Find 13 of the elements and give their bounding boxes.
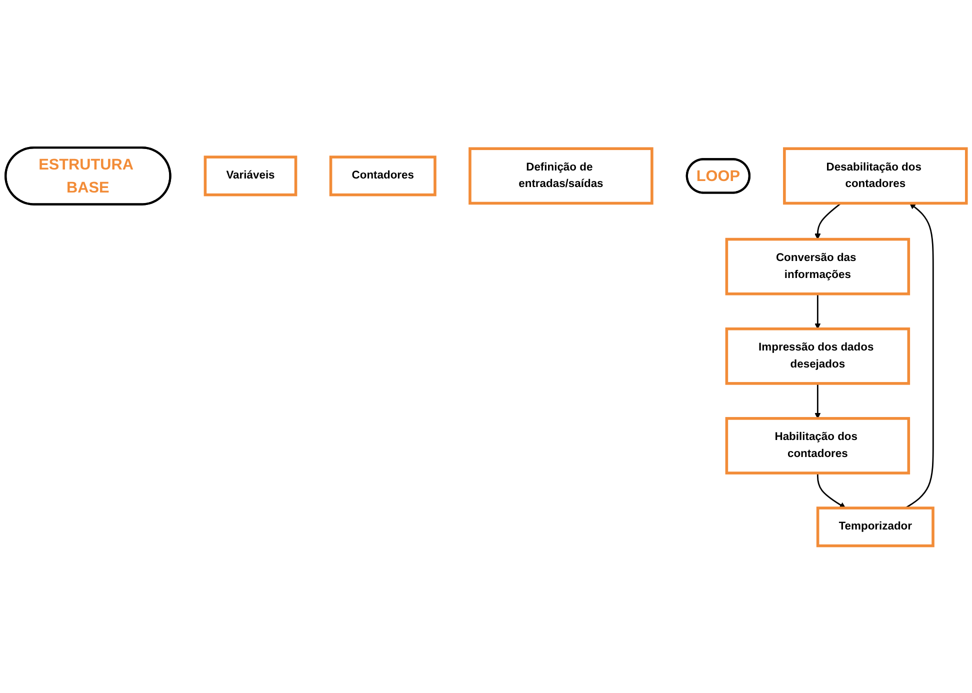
- arrow: [814, 383, 821, 419]
- node-box: Desabilitação dos contadores: [783, 147, 968, 204]
- node-box: Impressão dos dados desejados: [725, 327, 910, 385]
- node-box: Definição de entradas/saídas: [468, 147, 654, 204]
- node-box: Conversão das informações: [725, 238, 910, 296]
- node-box: Contadores: [329, 155, 436, 196]
- arrow: [814, 202, 842, 240]
- node-box: Temporizador: [816, 506, 934, 547]
- node-box: Habilitação dos contadores: [725, 416, 910, 474]
- arrow: [816, 472, 846, 508]
- node-box: Variáveis: [204, 155, 298, 196]
- arrow: [905, 202, 934, 508]
- arrow: [814, 294, 821, 329]
